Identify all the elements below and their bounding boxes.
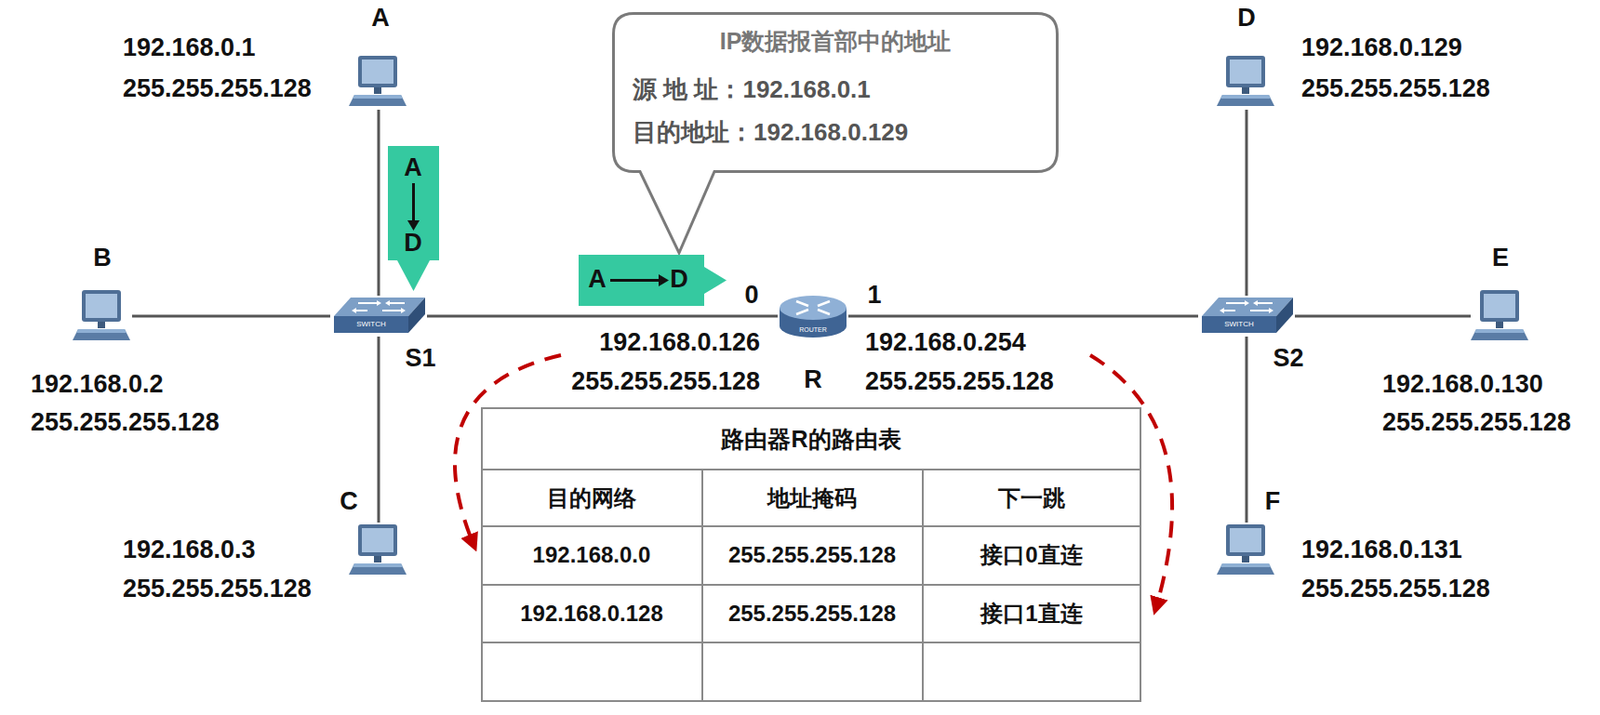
host-node: A192.168.0.1255.255.255.128 (348, 53, 409, 110)
network-link (426, 315, 778, 319)
node-text: S2 (1272, 344, 1304, 374)
network-link (1245, 109, 1249, 296)
node-text: 目的地址：192.168.0.129 (632, 119, 908, 147)
node-text: 192.168.0.1 (122, 33, 256, 63)
node-text: D (1237, 3, 1256, 33)
node-text: E (1492, 243, 1509, 273)
computer-icon (348, 522, 409, 579)
node-text: 255.255.255.128 (30, 408, 220, 438)
plain-label: 目的网络 (546, 485, 637, 512)
plain-label: 192.168.0.128 (520, 600, 663, 627)
node-text: 源 地 址：192.168.0.1 (632, 76, 871, 105)
plain-label: 地址掩码 (767, 485, 857, 512)
node-text: 255.255.255.128 (1301, 74, 1491, 104)
host-node: D192.168.0.129255.255.255.128 (1216, 53, 1277, 110)
node-text: SWITCH (1224, 320, 1254, 329)
plain-label: 255.255.255.128 (728, 542, 896, 569)
computer-icon (1216, 522, 1277, 579)
callout-box: IP数据报首部中的地址源 地 址：192.168.0.1 目的地址：192.168… (612, 12, 1059, 174)
switch-node: SWITCHS1 (330, 295, 427, 337)
computer-icon (348, 53, 409, 110)
network-link (1294, 315, 1471, 319)
dashed-curve-arrow (1090, 355, 1173, 611)
node-text: 192.168.0.3 (122, 535, 256, 565)
host-node: C192.168.0.3255.255.255.128 (348, 522, 409, 579)
node-text: 192.168.0.2 (30, 370, 164, 400)
plain-label: 接口0直连 (980, 542, 1082, 569)
node-text: A (587, 265, 607, 294)
computer-icon (1470, 288, 1531, 345)
network-link (848, 315, 1199, 319)
network-link (377, 336, 381, 523)
node-text: F (1265, 487, 1281, 517)
host-node: B192.168.0.2255.255.255.128 (72, 288, 133, 345)
node-text: 255.255.255.128 (122, 74, 312, 104)
plain-label: 192.168.0.126 (599, 328, 760, 358)
host-node: F192.168.0.131255.255.255.128 (1216, 522, 1277, 579)
plain-label: 0 (744, 280, 759, 310)
node-text: B (93, 243, 112, 273)
node-text: 255.255.255.128 (122, 574, 312, 604)
plain-label: 1 (866, 280, 881, 310)
router-node: ROUTERR (777, 293, 849, 340)
node-text: D (403, 228, 423, 258)
node-text: IP数据报首部中的地址 (720, 27, 952, 55)
network-link (132, 315, 331, 319)
node-text: 255.255.255.128 (1382, 408, 1572, 438)
node-text: ROUTER (799, 326, 827, 334)
plain-label: 路由器R的路由表 (720, 426, 901, 454)
node-text: 192.168.0.130 (1382, 370, 1544, 400)
plain-label: 255.255.255.128 (865, 367, 1054, 397)
node-text: 192.168.0.131 (1301, 535, 1463, 565)
computer-icon (1216, 53, 1277, 110)
plain-label: 192.168.0.0 (533, 542, 652, 569)
node-text: R (803, 365, 823, 395)
node-text: A (403, 153, 423, 183)
node-text: C (339, 487, 359, 517)
plain-label: 192.168.0.254 (865, 328, 1027, 358)
node-text: 255.255.255.128 (1301, 574, 1491, 604)
plain-label: 255.255.255.128 (728, 600, 896, 627)
node-text: SWITCH (356, 320, 387, 329)
routing-table-grid (481, 408, 1141, 702)
network-link (1245, 336, 1249, 523)
plain-label: 下一跳 (998, 485, 1066, 512)
packet-box: AD (387, 146, 440, 261)
computer-icon (72, 288, 133, 345)
network-link (377, 109, 381, 296)
node-text: 192.168.0.129 (1301, 33, 1463, 63)
node-text: A (371, 3, 390, 33)
plain-label: 255.255.255.128 (571, 367, 760, 397)
switch-node: SWITCHS2 (1198, 295, 1295, 337)
switch-icon (1198, 295, 1295, 337)
host-node: E192.168.0.130255.255.255.128 (1470, 288, 1531, 345)
node-text: S1 (404, 344, 436, 374)
switch-icon (330, 295, 427, 337)
plain-label: 接口1直连 (980, 600, 1082, 627)
packet-box: AD (578, 254, 705, 307)
dashed-curve-arrow (454, 355, 561, 547)
node-text: D (669, 265, 689, 294)
